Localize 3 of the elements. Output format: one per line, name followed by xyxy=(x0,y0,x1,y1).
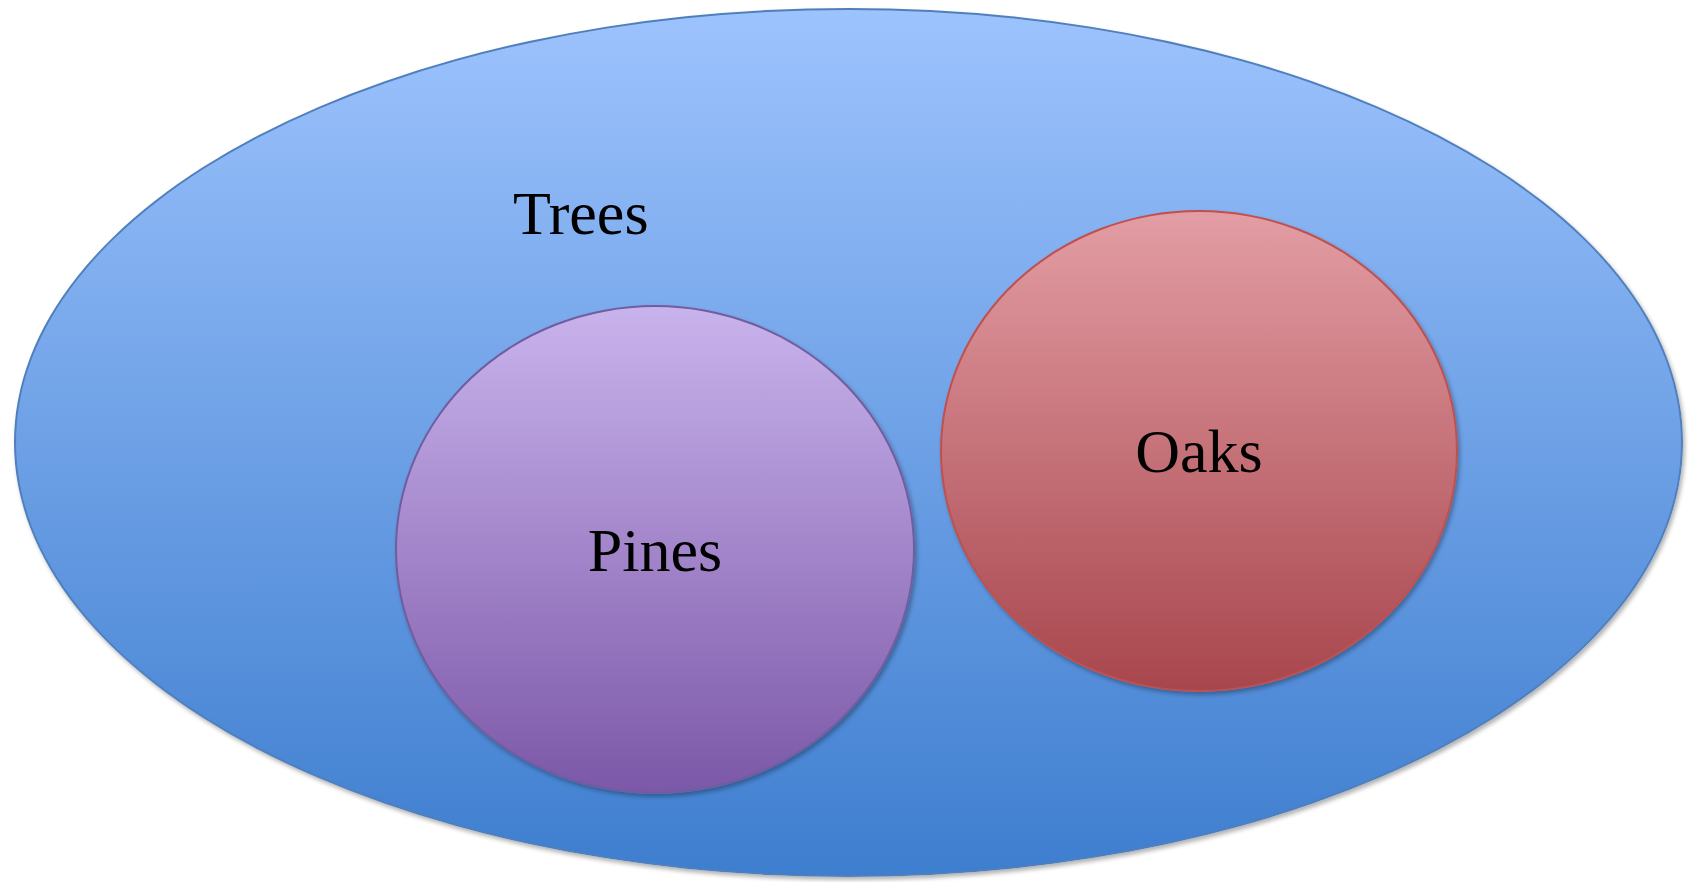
set-label: Pines xyxy=(587,518,723,581)
set-label: Oaks xyxy=(1135,420,1263,482)
set-label: Trees xyxy=(513,182,649,244)
